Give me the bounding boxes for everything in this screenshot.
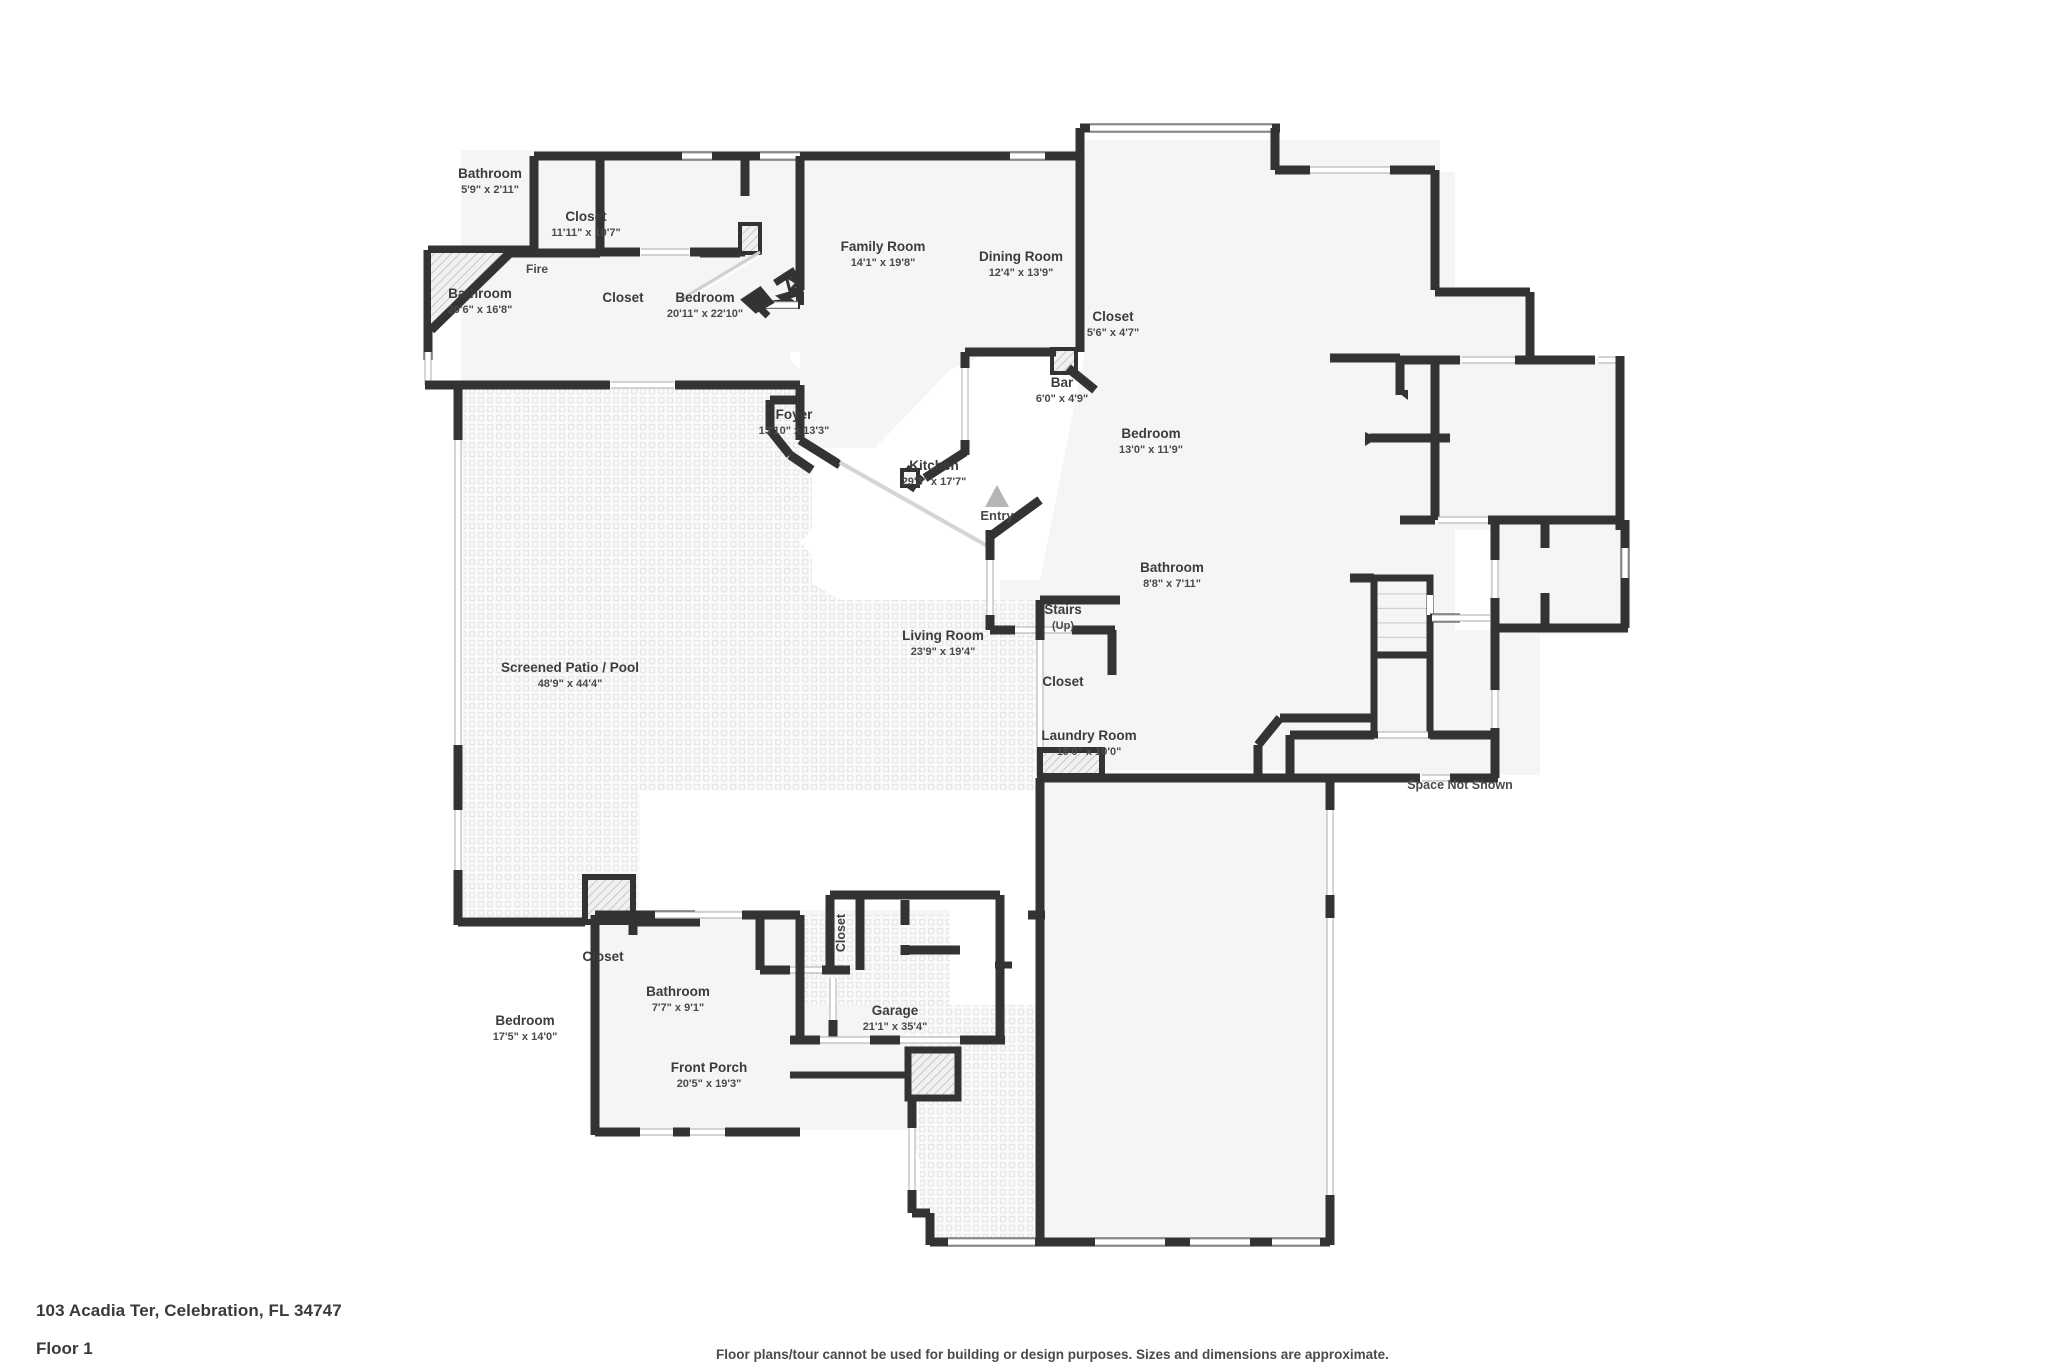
room-label-stairs-up: Stairs (Up) xyxy=(1044,602,1082,632)
room-name: Closet xyxy=(1042,674,1084,689)
room-label-kitchen: Kitchen 29'3" x 17'7" xyxy=(902,458,967,488)
room-labels-layer: Bathroom 5'9" x 2'11" Closet 11'11" x 10'7"… xyxy=(448,166,1204,1090)
room-name: Stairs xyxy=(1044,602,1082,617)
room-label-bathroom-right: Bathroom 8'8" x 7'11" xyxy=(1140,560,1204,590)
entry-marker-icon xyxy=(985,485,1009,507)
room-name: Garage xyxy=(872,1003,919,1018)
room-name: Closet xyxy=(1092,309,1134,324)
room-name: Dining Room xyxy=(979,249,1063,264)
room-dimensions: 20'11" x 22'10" xyxy=(667,308,743,320)
room-label-bedroom-front: Bedroom 17'5" x 14'0" xyxy=(493,1013,558,1043)
room-name: Family Room xyxy=(841,239,926,254)
room-label-laundry-room: Laundry Room 19'0" x 10'0" xyxy=(1041,728,1136,758)
room-name: Screened Patio / Pool xyxy=(501,660,639,675)
room-label-foyer: Foyer 13'10" x 13'3" xyxy=(759,407,830,437)
room-name: Living Room xyxy=(902,628,984,643)
room-label-screened-patio-pool: Screened Patio / Pool 48'9" x 44'4" xyxy=(501,660,639,690)
room-dimensions: 12'4" x 13'9" xyxy=(989,267,1054,279)
entry-label: Entry xyxy=(980,508,1014,523)
room-dimensions: 17'5" x 14'0" xyxy=(493,1031,558,1043)
room-name: Bathroom xyxy=(458,166,522,181)
room-name: Front Porch xyxy=(671,1060,748,1075)
room-dimensions: (Up) xyxy=(1052,620,1074,632)
room-label-closet-master: Closet 11'11" x 10'7" xyxy=(551,209,621,239)
room-dimensions: 19'0" x 10'0" xyxy=(1057,746,1122,758)
room-label-closet-front: Closet xyxy=(582,949,624,964)
room-label-bathroom-small-top: Bathroom 5'9" x 2'11" xyxy=(458,166,522,196)
room-dimensions: 20'6" x 16'8" xyxy=(448,304,513,316)
room-label-garage: Garage 21'1" x 35'4" xyxy=(863,1003,928,1033)
room-dimensions: 5'6" x 4'7" xyxy=(1087,327,1139,339)
room-label-bedroom-right: Bedroom 13'0" x 11'9" xyxy=(1119,426,1183,456)
room-name: Bedroom xyxy=(1121,426,1180,441)
room-name: Closet xyxy=(582,949,624,964)
room-dimensions: 20'5" x 19'3" xyxy=(677,1078,742,1090)
closet-front-vertical-label: Closet xyxy=(834,913,848,952)
room-name: Bathroom xyxy=(646,984,710,999)
room-dimensions: 14'1" x 19'8" xyxy=(851,257,916,269)
walls xyxy=(423,123,1630,1247)
room-name: Closet xyxy=(602,290,644,305)
room-name: Laundry Room xyxy=(1041,728,1136,743)
outdoor-areas xyxy=(463,385,1040,1240)
room-label-bathroom-front: Bathroom 7'7" x 9'1" xyxy=(646,984,710,1014)
fireplace-label: Fire xyxy=(526,262,548,276)
room-label-family-room: Family Room 14'1" x 19'8" xyxy=(841,239,926,269)
space-not-shown-label: Space Not Shown xyxy=(1407,778,1513,792)
room-name: Kitchen xyxy=(909,458,959,473)
room-label-closet-master-small: Closet xyxy=(602,290,644,305)
room-dimensions: 6'0" x 4'9" xyxy=(1036,393,1088,405)
room-name: Bar xyxy=(1051,375,1074,390)
room-dimensions: 48'9" x 44'4" xyxy=(538,678,603,690)
room-label-bathroom-master: Bathroom 20'6" x 16'8" xyxy=(448,286,513,316)
room-dimensions: 13'10" x 13'3" xyxy=(759,425,830,437)
room-dimensions: 21'1" x 35'4" xyxy=(863,1021,928,1033)
room-name: Foyer xyxy=(776,407,814,422)
room-dimensions: 29'3" x 17'7" xyxy=(902,476,967,488)
room-name: Bedroom xyxy=(675,290,734,305)
room-dimensions: 5'9" x 2'11" xyxy=(461,184,519,196)
room-name: Bathroom xyxy=(448,286,512,301)
room-dimensions: 8'8" x 7'11" xyxy=(1143,578,1201,590)
room-label-bedroom-master: Bedroom 20'11" x 22'10" xyxy=(667,290,743,320)
room-name: Bathroom xyxy=(1140,560,1204,575)
room-label-closet-dining: Closet 5'6" x 4'7" xyxy=(1087,309,1139,339)
room-label-living-room: Living Room 23'9" x 19'4" xyxy=(902,628,984,658)
room-name: Closet xyxy=(565,209,607,224)
room-label-front-porch: Front Porch 20'5" x 19'3" xyxy=(671,1060,748,1090)
room-name: Bedroom xyxy=(495,1013,554,1028)
room-label-bar: Bar 6'0" x 4'9" xyxy=(1036,375,1088,405)
room-dimensions: 11'11" x 10'7" xyxy=(551,227,621,239)
room-dimensions: 23'9" x 19'4" xyxy=(911,646,976,658)
room-label-closet-laundry: Closet xyxy=(1042,674,1084,689)
room-label-dining-room: Dining Room 12'4" x 13'9" xyxy=(979,249,1063,279)
room-dimensions: 13'0" x 11'9" xyxy=(1119,444,1183,456)
room-dimensions: 7'7" x 9'1" xyxy=(652,1002,704,1014)
